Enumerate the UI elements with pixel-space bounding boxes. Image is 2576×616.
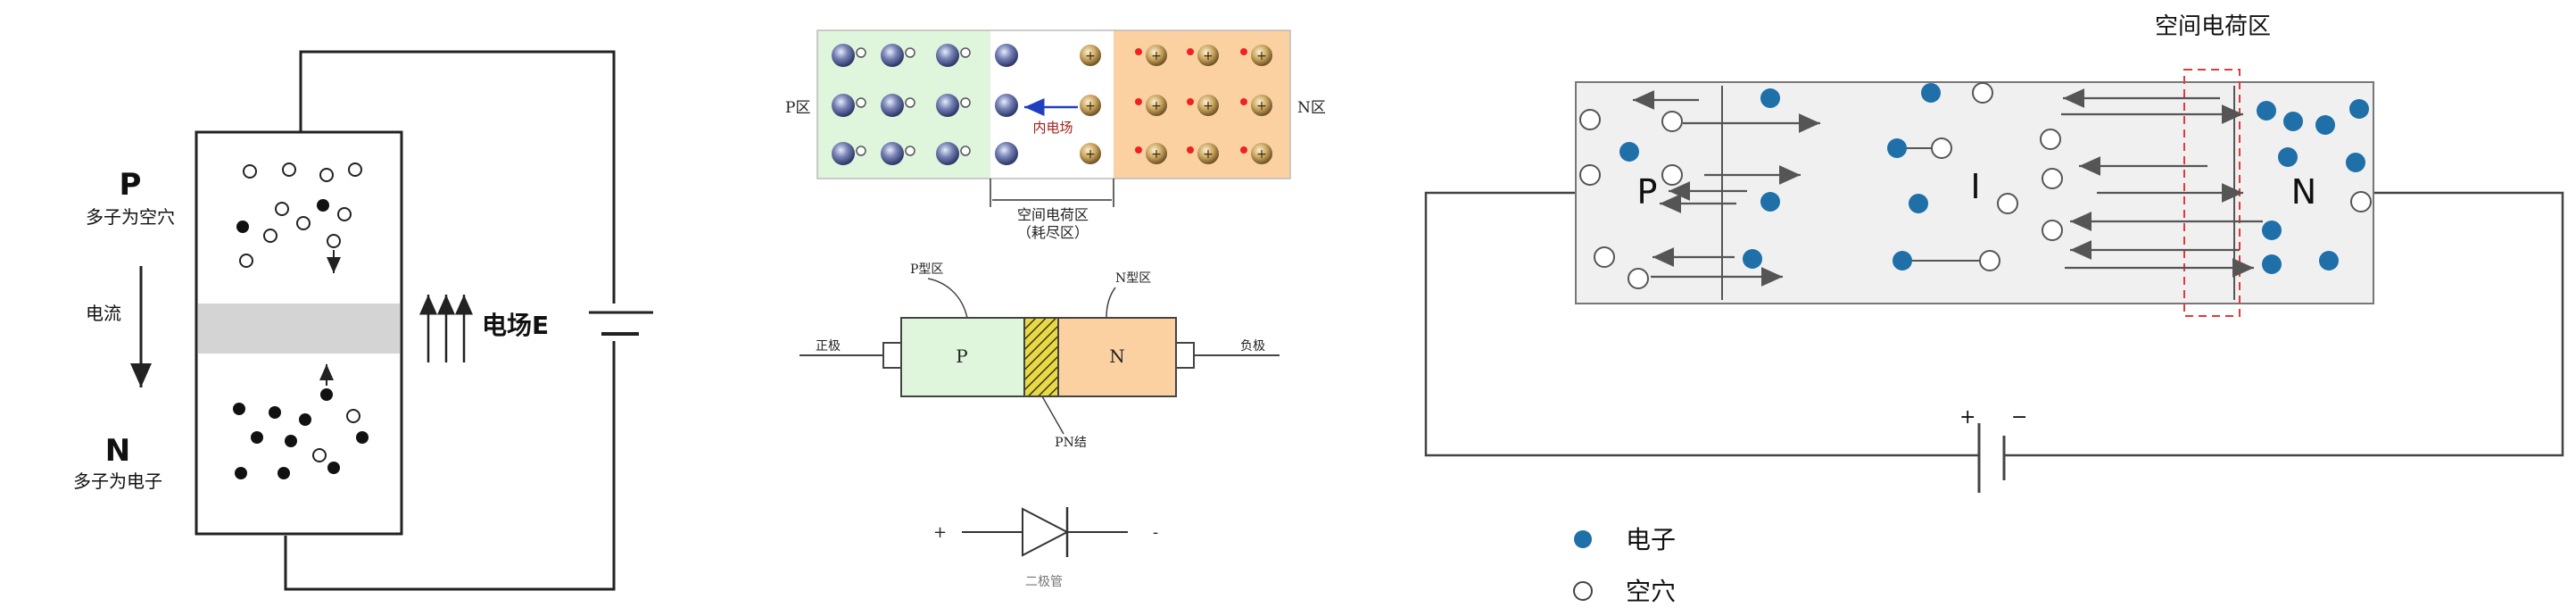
legend-electron-dot bbox=[1574, 530, 1592, 548]
space-charge-region-label: 空间电荷区 bbox=[2155, 13, 2271, 40]
cathode-label: 负极 bbox=[1240, 339, 1265, 354]
donor-ions: + + + + + + + + + + + + bbox=[1080, 45, 1272, 164]
electrons-p-side bbox=[236, 199, 329, 233]
svg-text:+: + bbox=[1085, 147, 1096, 162]
pin-p-letter: P bbox=[1637, 172, 1658, 212]
svg-text:+: + bbox=[1085, 99, 1096, 113]
junction-leader bbox=[1041, 395, 1064, 435]
anode-cap bbox=[882, 342, 902, 369]
space-charge-bracket bbox=[990, 179, 1114, 207]
holes-n-side bbox=[312, 409, 360, 462]
n-type-label: N型区 bbox=[1115, 271, 1151, 286]
diode-n-letter: N bbox=[1109, 345, 1125, 367]
acceptor-ions bbox=[832, 44, 1018, 165]
p-type-leader bbox=[927, 278, 968, 319]
p-type-label: P型区 bbox=[910, 262, 943, 277]
electrons-pin bbox=[1619, 83, 2369, 274]
panel-2-diode-structure: + + + + + + + + + + + + 内电场 P区 N区 空间电荷区 … bbox=[785, 29, 1326, 589]
anode-label: 正极 bbox=[816, 339, 841, 354]
p-majority-caption: 多子为空穴 bbox=[86, 206, 175, 228]
diode-caption: 二极管 bbox=[1025, 575, 1063, 589]
svg-text:+: + bbox=[1256, 99, 1267, 113]
legend-hole-dot bbox=[1573, 581, 1593, 601]
pin-n-letter: N bbox=[2291, 172, 2316, 212]
p-region-label: P bbox=[120, 167, 142, 203]
diode-symbol-triangle bbox=[1022, 507, 1070, 557]
pn-junction-hatch bbox=[1023, 317, 1059, 397]
circuit-wire bbox=[284, 50, 616, 591]
cathode-cap bbox=[1175, 342, 1195, 369]
pin-i-letter: I bbox=[1970, 167, 1980, 206]
panel-3-pin-diode: + − 空间电荷区 P I N bbox=[1424, 13, 2564, 606]
pin-battery-plus: + bbox=[1959, 406, 1975, 429]
legend-hole-label: 空穴 bbox=[1626, 577, 1676, 606]
diode-minus: - bbox=[1153, 523, 1158, 542]
svg-text:+: + bbox=[1256, 49, 1267, 63]
electrons-n-side bbox=[233, 388, 369, 479]
junction-label: PN结 bbox=[1055, 436, 1087, 450]
junction-band bbox=[198, 304, 400, 354]
svg-text:+: + bbox=[1203, 49, 1213, 63]
svg-text:+: + bbox=[1151, 49, 1162, 63]
svg-text:+: + bbox=[1256, 147, 1267, 162]
pin-circuit-wire bbox=[1424, 191, 2564, 457]
n-region-label: N bbox=[105, 433, 130, 469]
space-charge-label: 空间电荷区 bbox=[1017, 206, 1089, 223]
depletion-label: （耗尽区） bbox=[1017, 224, 1089, 241]
pin-battery-minus: − bbox=[2011, 406, 2027, 429]
panel-1-pn-junction-field: P 多子为空穴 电流 N 多子为电子 电场E bbox=[73, 50, 653, 591]
field-label: 电场E bbox=[482, 311, 549, 340]
crystal-outline bbox=[816, 29, 1291, 179]
n-majority-caption: 多子为电子 bbox=[73, 470, 162, 492]
diode-p-block bbox=[900, 317, 1025, 397]
svg-text:+: + bbox=[1203, 99, 1213, 113]
inner-field-label: 内电场 bbox=[1032, 120, 1073, 136]
diode-n-block bbox=[1057, 317, 1177, 397]
carrier-arrows bbox=[1633, 88, 2263, 287]
current-label: 电流 bbox=[86, 303, 121, 324]
diode-plus: + bbox=[933, 523, 947, 542]
svg-text:+: + bbox=[1151, 147, 1162, 162]
n-region-tag: N区 bbox=[1297, 99, 1326, 117]
svg-text:+: + bbox=[1151, 99, 1162, 113]
field-arrows bbox=[419, 295, 473, 362]
legend-electron-label: 电子 bbox=[1626, 525, 1676, 554]
p-region-tag: P区 bbox=[785, 99, 810, 117]
holes-pin bbox=[1579, 82, 2372, 289]
holes-p-side bbox=[239, 162, 362, 268]
diode-p-letter: P bbox=[956, 345, 967, 367]
n-type-leader bbox=[1106, 287, 1116, 319]
svg-text:+: + bbox=[1203, 147, 1213, 162]
svg-text:+: + bbox=[1085, 49, 1096, 63]
